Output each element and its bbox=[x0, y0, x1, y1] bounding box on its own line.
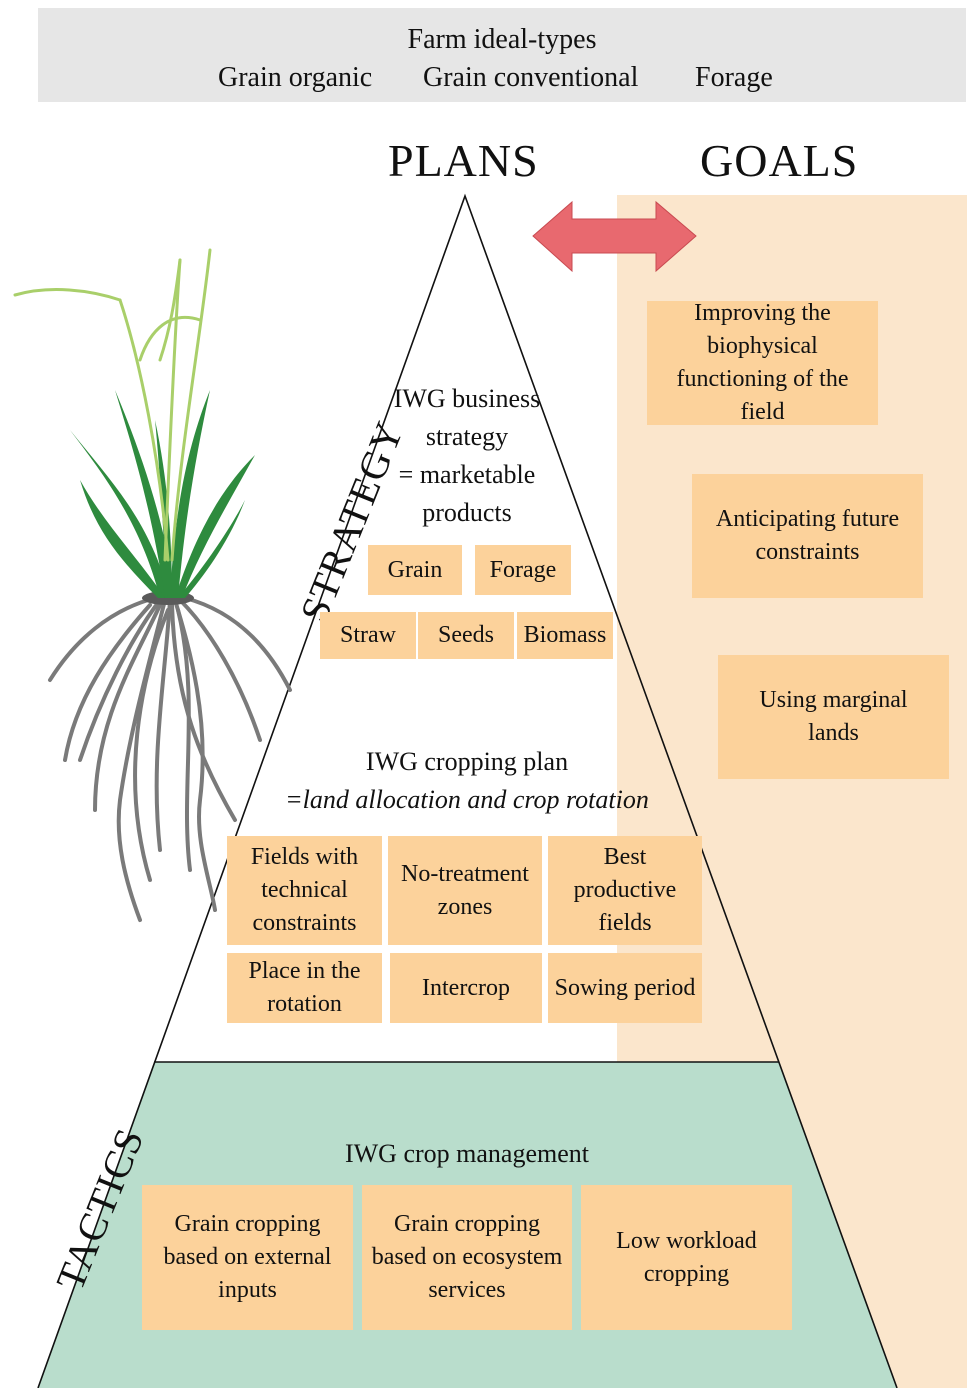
plan-item-no-treatment-zones: No-treatment zones bbox=[388, 836, 542, 945]
goal-marginal-lands: Using marginal lands bbox=[718, 655, 949, 779]
business-strategy-line: strategy bbox=[425, 422, 509, 451]
product-forage: Forage bbox=[475, 545, 571, 595]
farm-ideal-types-banner: Farm ideal-types Grain organic Grain con… bbox=[38, 8, 966, 102]
business-strategy-line: products bbox=[422, 498, 512, 527]
goals-heading: GOALS bbox=[700, 135, 859, 186]
product-biomass: Biomass bbox=[517, 612, 613, 659]
plans-heading: PLANS bbox=[388, 135, 539, 186]
plan-item-place-in-the-rotation: Place in the rotation bbox=[227, 953, 382, 1023]
plan-item-best-productive-fields: Best productive fields bbox=[548, 836, 702, 945]
business-strategy-line: = marketable bbox=[398, 460, 536, 489]
management-item-external-inputs: Grain cropping based on external inputs bbox=[142, 1185, 353, 1330]
crop-management-title: IWG crop management bbox=[344, 1139, 589, 1168]
plan-item-sowing-period: Sowing period bbox=[548, 953, 702, 1023]
management-item-low-workload: Low workload cropping bbox=[581, 1185, 792, 1330]
product-seeds: Seeds bbox=[418, 612, 514, 659]
goal-anticipating-constraints: Anticipating future constraints bbox=[692, 474, 923, 598]
plan-item-intercrop: Intercrop bbox=[390, 953, 542, 1023]
banner-title: Farm ideal-types bbox=[407, 24, 597, 55]
cropping-plan-title: IWG cropping plan bbox=[365, 747, 569, 776]
product-grain: Grain bbox=[368, 545, 462, 595]
cropping-plan-subtitle: =land allocation and crop rotation bbox=[285, 785, 649, 814]
banner-type-grain-organic: Grain organic bbox=[218, 62, 373, 93]
business-strategy-line: IWG business bbox=[393, 384, 541, 413]
grass-plant-icon bbox=[13, 248, 292, 922]
pyramid-outline bbox=[37, 193, 898, 1388]
plan-item-fields-with-technical-constraints: Fields with technical constraints bbox=[227, 836, 382, 945]
double-arrow-icon bbox=[532, 200, 697, 273]
business-strategy-title: IWG business strategy = marketable produ… bbox=[342, 380, 592, 532]
management-item-ecosystem-services: Grain cropping based on ecosystem servic… bbox=[362, 1185, 572, 1330]
banner-type-grain-conventional: Grain conventional bbox=[423, 62, 639, 93]
product-straw: Straw bbox=[320, 612, 416, 659]
goal-biophysical-functioning: Improving the biophysical functioning of… bbox=[647, 300, 878, 425]
banner-type-forage: Forage bbox=[695, 62, 773, 93]
